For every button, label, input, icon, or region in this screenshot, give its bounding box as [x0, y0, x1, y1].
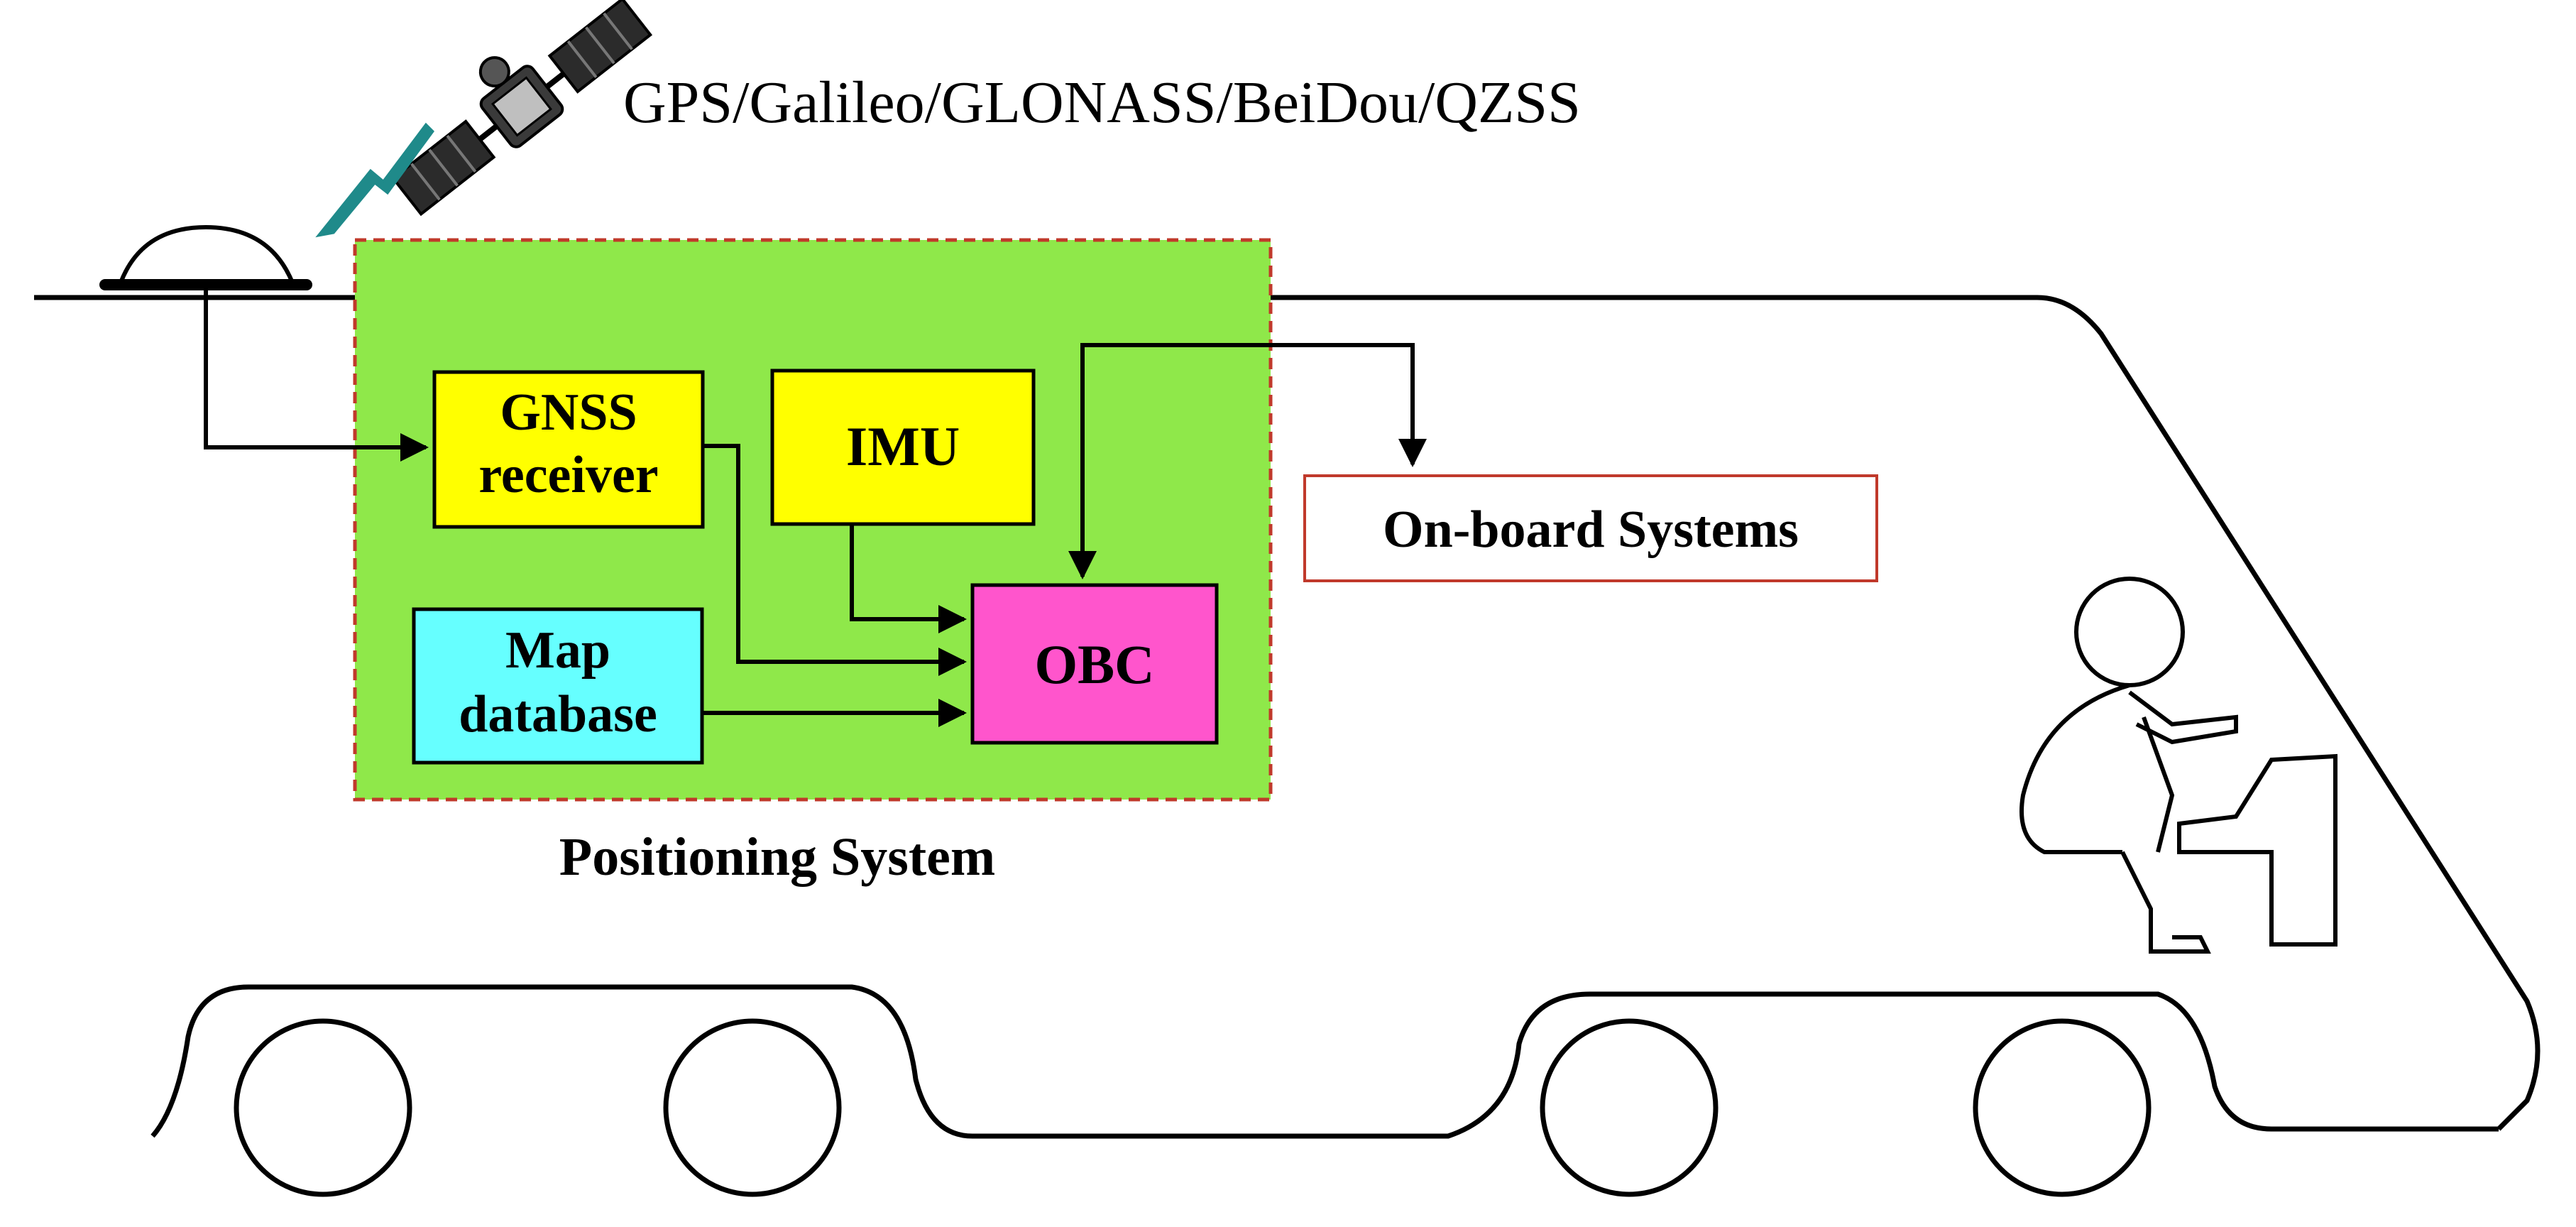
wheels — [234, 1018, 2152, 1197]
constellations-label: GPS/Galileo/GLONASS/BeiDou/QZSS — [623, 70, 1581, 136]
map-database-box: Map database — [412, 607, 704, 765]
gnss-receiver: GNSS receiver — [432, 370, 705, 529]
wheel — [1973, 1018, 2152, 1197]
positioning-system-title: Positioning System — [559, 827, 995, 887]
imu-to-obc-arrow — [850, 524, 967, 633]
onboard-systems-label: On-board Systems — [1383, 501, 1799, 559]
antenna-icon — [99, 224, 312, 290]
map-database-line1: Map — [505, 621, 610, 680]
satellite-icon — [390, 0, 653, 217]
gnss-to-obc-arrow — [703, 444, 967, 676]
imu-label: IMU — [846, 415, 960, 477]
map-database-line2: database — [459, 685, 657, 743]
onboard-systems-box: On-board Systems — [1303, 474, 1878, 582]
imu-box: IMU — [770, 369, 1036, 526]
wheel — [234, 1018, 412, 1197]
driver-icon — [2019, 577, 2337, 954]
obc-box: OBC — [970, 583, 1219, 745]
gnss-receiver-line1: GNSS — [500, 383, 637, 442]
wheel — [1540, 1018, 1719, 1197]
gnss-receiver-line2: receiver — [478, 446, 658, 504]
wheel — [663, 1018, 842, 1197]
obc-label: OBC — [1034, 633, 1154, 695]
antenna-to-gnss-arrow — [204, 290, 429, 462]
signal-bolt-icon — [315, 122, 434, 238]
